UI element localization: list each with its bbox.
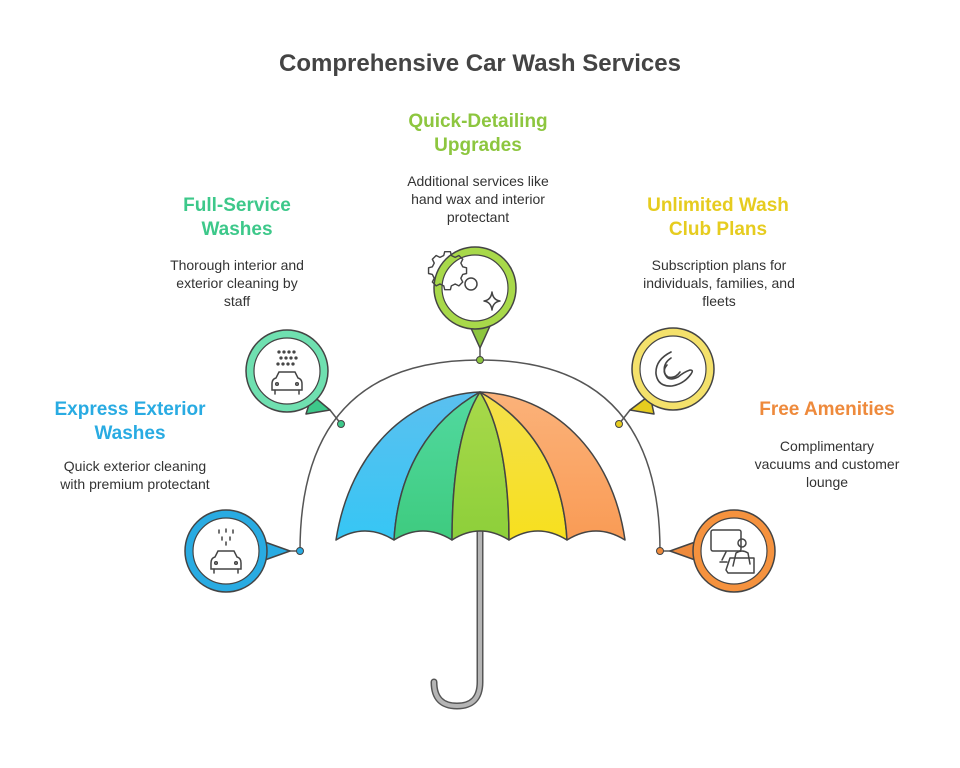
label-line: Club Plans — [668, 219, 768, 240]
car-wash-icon — [271, 350, 303, 395]
desc-line: staff — [223, 293, 251, 309]
umbrella-canopy — [335, 391, 626, 541]
desc-line: vacuums and customer — [754, 456, 900, 472]
car-shower-icon — [210, 528, 242, 574]
connector-dot-amenities — [656, 547, 664, 555]
gear-sparkle-icon — [427, 250, 501, 311]
badge-quick-detailing — [427, 246, 517, 349]
label-line: Full-Service — [183, 195, 291, 216]
desc-line: Subscription plans for — [651, 257, 787, 273]
umbrella-handle — [430, 526, 484, 710]
desc-line: Thorough interior and — [170, 257, 304, 273]
label-quick-detailing: Quick-Detailing Upgrades — [383, 110, 573, 158]
label-full-service: Full-Service Washes — [152, 194, 322, 242]
desc-express: Quick exterior cleaning with premium pro… — [35, 457, 235, 493]
connector-dot-quick-detailing — [476, 356, 484, 364]
label-unlimited: Unlimited Wash Club Plans — [628, 194, 808, 242]
desc-quick-detailing: Additional services like hand wax and in… — [378, 172, 578, 226]
infinity-icon — [655, 351, 694, 387]
connector-dot-unlimited — [615, 420, 623, 428]
desc-line: lounge — [805, 474, 849, 490]
desc-line: hand wax and interior — [411, 191, 545, 207]
connector-dot-express — [296, 547, 304, 555]
label-line: Express Exterior — [54, 399, 206, 420]
desc-line: Additional services like — [407, 173, 549, 189]
connector-dot-full-service — [337, 420, 345, 428]
label-express: Express Exterior Washes — [40, 398, 220, 446]
badge-amenities — [669, 509, 776, 593]
desc-line: individuals, families, and — [643, 275, 795, 291]
label-line: Washes — [94, 423, 166, 444]
label-line: Washes — [201, 219, 273, 240]
lounge-icon — [710, 529, 755, 574]
badge-full-service — [245, 329, 331, 415]
desc-line: protectant — [446, 209, 510, 225]
desc-amenities: Complimentary vacuums and customer loung… — [727, 437, 927, 491]
desc-line: fleets — [702, 293, 736, 309]
desc-line: Quick exterior cleaning — [63, 458, 207, 474]
page-title: Comprehensive Car Wash Services — [279, 50, 681, 77]
label-line: Upgrades — [434, 135, 522, 156]
label-line: Free Amenities — [759, 399, 895, 420]
desc-line: Complimentary — [779, 438, 875, 454]
canopy-panel-orange — [479, 391, 626, 541]
label-line: Unlimited Wash — [647, 195, 789, 216]
label-amenities: Free Amenities — [742, 398, 912, 422]
label-line: Quick-Detailing — [408, 111, 548, 132]
desc-full-service: Thorough interior and exterior cleaning … — [142, 256, 332, 310]
desc-line: with premium protectant — [60, 476, 210, 492]
badge-express — [184, 509, 291, 593]
badge-unlimited — [629, 327, 715, 415]
desc-line: exterior cleaning by — [176, 275, 298, 291]
desc-unlimited: Subscription plans for individuals, fami… — [615, 256, 823, 310]
